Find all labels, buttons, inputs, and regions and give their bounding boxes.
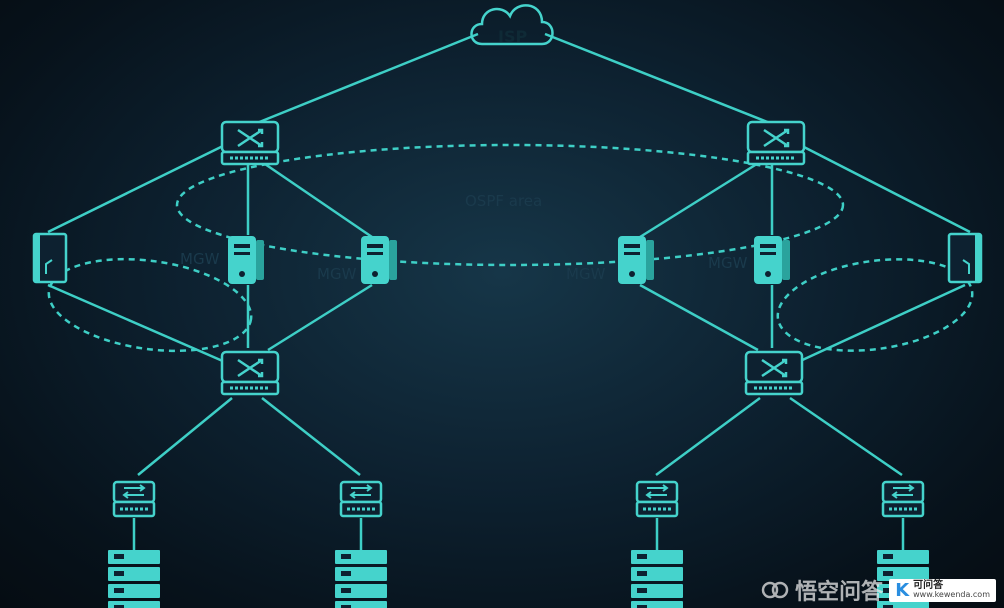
watermark-text: 悟空问答 (795, 580, 884, 605)
mgw-label-3: MGW (566, 265, 606, 283)
switch-icon (220, 350, 280, 396)
mgw-server-2 (361, 236, 397, 284)
core-switch-left (220, 120, 280, 166)
switch-icon (744, 350, 804, 396)
isp-cloud: ISP (470, 4, 554, 46)
access-switch-2 (339, 480, 383, 518)
access-switch-1 (112, 480, 156, 518)
mgw-server-3 (618, 236, 654, 284)
server-rack-icon (108, 550, 160, 608)
access-switch-icon (635, 480, 679, 518)
link-right-mgw3-dist (639, 283, 759, 352)
ospf-area-outline (175, 143, 845, 267)
server-rack-2 (335, 550, 387, 608)
watermark-url: www.kewenda.com (913, 590, 990, 599)
access-switch-icon (881, 480, 925, 518)
server-icon (228, 236, 264, 284)
firewall-left (32, 232, 68, 284)
core-switch-right (746, 120, 806, 166)
server-rack-1 (108, 550, 160, 608)
access-switch-4 (881, 480, 925, 518)
firewall-right (947, 232, 983, 284)
watermark-logo-icon (761, 581, 789, 599)
link-right-core-mgw3 (639, 160, 761, 239)
access-switch-icon (339, 480, 383, 518)
link-left-firewall-dist (47, 283, 226, 364)
dist-switch-left (220, 350, 280, 396)
link-right-dist-access4 (789, 396, 903, 477)
link-left-dist-access2 (261, 397, 361, 476)
link-isp-right-core (544, 32, 776, 127)
server-rack-icon (335, 550, 387, 608)
watermark-badge: K 可问答 www.kewenda.com (889, 578, 996, 602)
isp-label: ISP (498, 27, 527, 46)
ospf-area-label: OSPF area (465, 192, 542, 210)
firewall-icon (947, 232, 983, 284)
watermark-badge-text: 可问答 www.kewenda.com (913, 581, 990, 599)
server-icon (754, 236, 790, 284)
mgw-label-1: MGW (180, 250, 220, 268)
access-switch-icon (112, 480, 156, 518)
mgw-label-4: MGW (708, 254, 748, 272)
access-switch-3 (635, 480, 679, 518)
left-ha-area-outline (47, 257, 253, 353)
mgw-server-1 (228, 236, 264, 284)
mgw-server-4 (754, 236, 790, 284)
link-right-core-firewall (799, 143, 971, 234)
mgw-label-2: MGW (317, 265, 357, 283)
link-right-firewall-dist (797, 283, 966, 364)
server-rack-3 (631, 550, 683, 608)
link-left-core-mgw2 (261, 160, 373, 239)
link-left-mgw2-dist (267, 283, 373, 352)
server-icon (361, 236, 397, 284)
watermark-k-icon: K (895, 579, 910, 601)
links (47, 32, 971, 550)
switch-icon (220, 120, 280, 166)
watermark: 悟空问答 K 可问答 www.kewenda.com (761, 574, 996, 606)
ospf-areas (47, 143, 974, 353)
server-rack-icon (631, 550, 683, 608)
dist-switch-right (744, 350, 804, 396)
link-right-dist-access3 (655, 396, 761, 477)
server-icon (618, 236, 654, 284)
right-ha-area-outline (776, 258, 974, 352)
switch-icon (746, 120, 806, 166)
firewall-icon (32, 232, 68, 284)
link-isp-left-core (251, 32, 479, 127)
watermark-badge-label: 可问答 (913, 580, 944, 591)
link-left-dist-access1 (137, 397, 233, 476)
link-left-core-firewall (47, 143, 226, 234)
